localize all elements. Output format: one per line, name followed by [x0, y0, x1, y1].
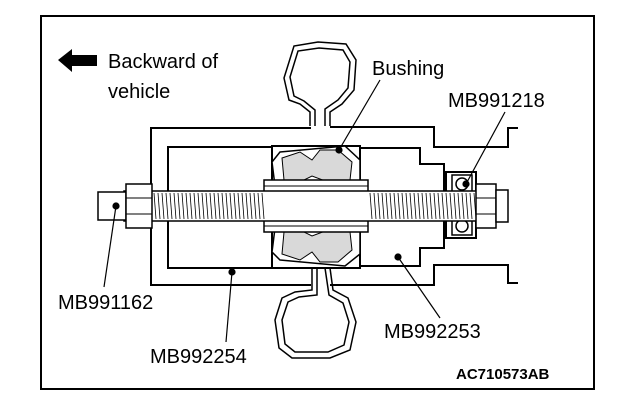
thread-line — [433, 192, 437, 220]
thread-line — [209, 192, 213, 220]
thread-line — [249, 192, 253, 220]
thread-line — [193, 192, 197, 220]
thread-line — [381, 192, 385, 220]
thread-line — [457, 192, 461, 220]
arrow-left-icon — [58, 49, 97, 72]
thread-line — [465, 192, 469, 220]
thread-line — [185, 192, 189, 220]
thread-line — [245, 192, 249, 220]
thread-line — [177, 192, 181, 220]
thread-line — [421, 192, 425, 220]
label-mb991218: MB991218 — [448, 90, 545, 112]
thread-line — [461, 192, 465, 220]
upper-vehicle-arm — [283, 41, 357, 126]
bolt-head-left — [97, 183, 153, 229]
thread-line — [409, 192, 413, 220]
thread-line — [425, 192, 429, 220]
thread-line — [389, 192, 393, 220]
thread-line — [233, 192, 237, 220]
thread-line — [369, 192, 373, 220]
thread-line — [453, 192, 457, 220]
label-mb992253: MB992253 — [384, 321, 481, 343]
thread-line — [405, 192, 409, 220]
nut-right — [475, 183, 509, 229]
thread-line — [205, 192, 209, 220]
thread-line — [385, 192, 389, 220]
direction-label-line2: vehicle — [108, 81, 170, 103]
threaded-rod — [123, 190, 495, 222]
thread-line — [229, 192, 233, 220]
thread-line — [153, 192, 157, 220]
thread-line — [225, 192, 229, 220]
thread-line — [377, 192, 381, 220]
thread-line — [197, 192, 201, 220]
thread-line — [257, 192, 261, 220]
thread-line — [169, 192, 173, 220]
thread-line — [401, 192, 405, 220]
thread-line — [393, 192, 397, 220]
thread-line — [437, 192, 441, 220]
thread-line — [181, 192, 185, 220]
thread-line — [217, 192, 221, 220]
thread-line — [397, 192, 401, 220]
lower-vehicle-arm — [274, 267, 357, 359]
direction-label-line1: Backward of — [108, 51, 218, 73]
thread-line — [445, 192, 449, 220]
thread-line — [261, 192, 265, 220]
thread-line — [413, 192, 417, 220]
thread-line — [241, 192, 245, 220]
thread-line — [429, 192, 433, 220]
thread-line — [157, 192, 161, 220]
thread-line — [449, 192, 453, 220]
thread-line — [189, 192, 193, 220]
thread-line — [237, 192, 241, 220]
thread-line — [221, 192, 225, 220]
label-mb991162: MB991162 — [58, 292, 153, 314]
thread-line — [213, 192, 217, 220]
thread-line — [161, 192, 165, 220]
thread-line — [253, 192, 257, 220]
thread-line — [373, 192, 377, 220]
thread-line — [417, 192, 421, 220]
thread-line — [173, 192, 177, 220]
figure-code: AC710573AB — [456, 366, 550, 383]
thread-line — [165, 192, 169, 220]
leader-lines — [103, 79, 506, 343]
label-bushing: Bushing — [372, 58, 444, 80]
thread-line — [469, 192, 473, 220]
thread-line — [201, 192, 205, 220]
thread-line — [441, 192, 445, 220]
label-mb992254: MB992254 — [150, 346, 247, 368]
